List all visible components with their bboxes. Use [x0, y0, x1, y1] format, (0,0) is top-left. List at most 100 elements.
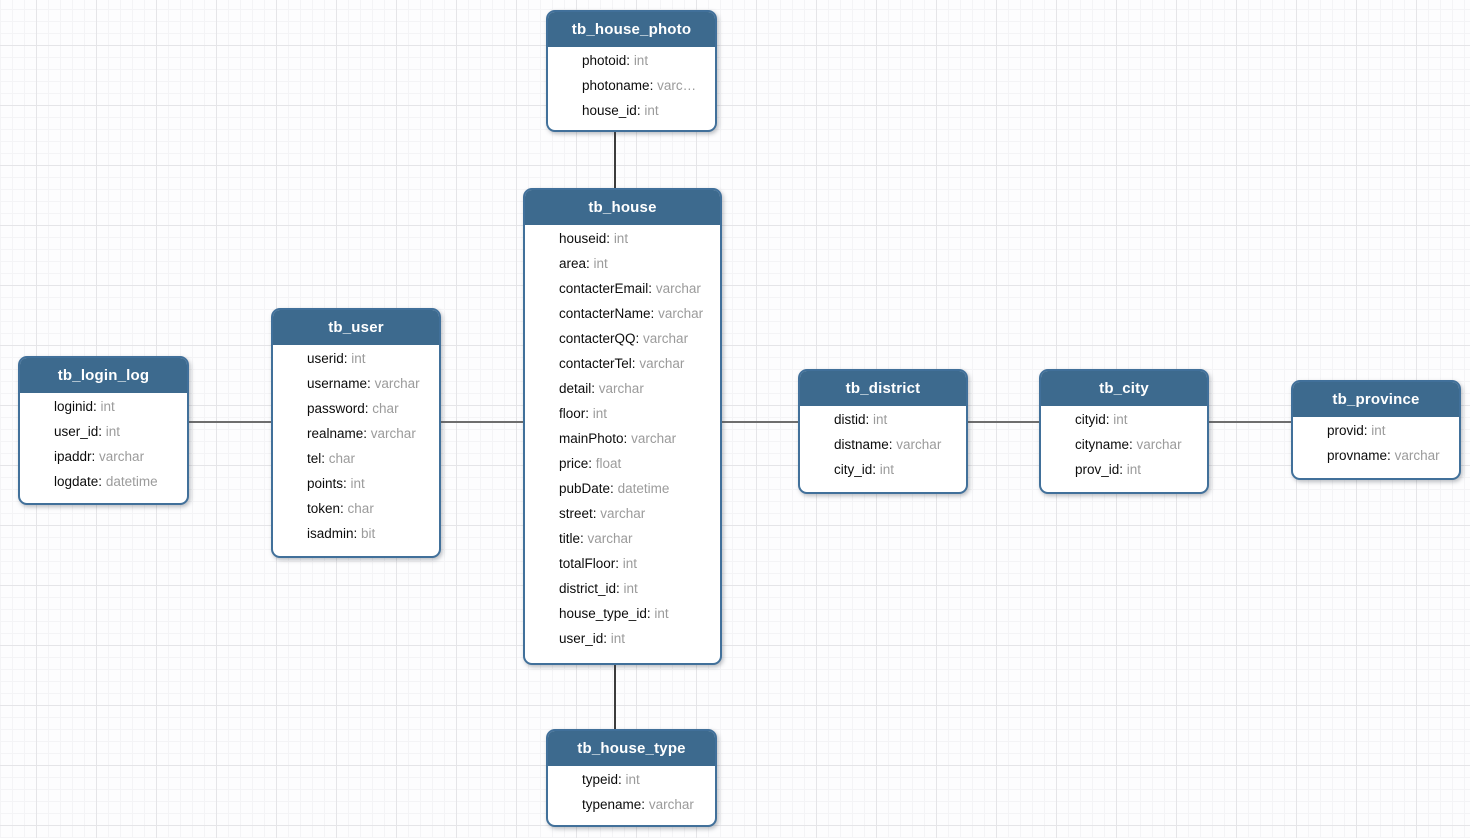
field-name: user_id: [54, 424, 99, 439]
table-field-row[interactable]: points: int: [273, 471, 439, 496]
table-field-row[interactable]: photoname: varc…: [548, 73, 715, 98]
table-field-row[interactable]: provid: int: [1293, 418, 1459, 443]
field-name: prov_id: [1075, 462, 1120, 477]
field-name: provname: [1327, 448, 1388, 463]
table-field-row[interactable]: detail: varchar: [525, 376, 720, 401]
relationship-edge[interactable]: [614, 665, 616, 729]
table-field-row[interactable]: area: int: [525, 251, 720, 276]
table-field-row[interactable]: contacterQQ: varchar: [525, 326, 720, 351]
table-field-row[interactable]: mainPhoto: varchar: [525, 426, 720, 451]
field-name: user_id: [559, 631, 604, 646]
table-title[interactable]: tb_city: [1041, 371, 1207, 406]
field-separator: :: [615, 556, 623, 571]
table-field-row[interactable]: ipaddr: varchar: [20, 444, 187, 469]
table-field-row[interactable]: city_id: int: [800, 457, 966, 482]
field-type: varchar: [1394, 448, 1440, 463]
relationship-edge[interactable]: [189, 421, 271, 423]
table-field-row[interactable]: password: char: [273, 396, 439, 421]
relationship-edge[interactable]: [722, 421, 798, 423]
field-type: char: [328, 451, 356, 466]
table-field-row[interactable]: user_id: int: [525, 626, 720, 651]
relationship-edge[interactable]: [441, 421, 523, 423]
table-title[interactable]: tb_login_log: [20, 358, 187, 393]
field-separator: :: [641, 797, 649, 812]
field-name: isadmin: [307, 526, 354, 541]
table-field-row[interactable]: realname: varchar: [273, 421, 439, 446]
table-title[interactable]: tb_district: [800, 371, 966, 406]
table-field-row[interactable]: title: varchar: [525, 526, 720, 551]
table-field-row[interactable]: price: float: [525, 451, 720, 476]
field-name: house_id: [582, 103, 637, 118]
table-title[interactable]: tb_house: [525, 190, 720, 225]
field-name: loginid: [54, 399, 94, 414]
table-field-row[interactable]: token: char: [273, 496, 439, 521]
table-field-row[interactable]: contacterName: varchar: [525, 301, 720, 326]
relationship-edge[interactable]: [968, 421, 1039, 423]
table-field-row[interactable]: logdate: datetime: [20, 469, 187, 494]
field-name: photoname: [582, 78, 650, 93]
table-field-row[interactable]: floor: int: [525, 401, 720, 426]
table-field-row[interactable]: user_id: int: [20, 419, 187, 444]
field-type: varchar: [600, 506, 646, 521]
table-field-row[interactable]: loginid: int: [20, 394, 187, 419]
field-type: int: [1113, 412, 1128, 427]
table-field-row[interactable]: contacterEmail: varchar: [525, 276, 720, 301]
table-field-row[interactable]: pubDate: datetime: [525, 476, 720, 501]
table-title[interactable]: tb_user: [273, 310, 439, 345]
table-title[interactable]: tb_house_type: [548, 731, 715, 766]
table-field-row[interactable]: isadmin: bit: [273, 521, 439, 546]
field-name: mainPhoto: [559, 431, 624, 446]
relationship-edge[interactable]: [614, 132, 616, 188]
field-type: varchar: [896, 437, 942, 452]
table-field-row[interactable]: typename: varchar: [548, 792, 715, 817]
field-separator: :: [865, 412, 874, 427]
table-field-row[interactable]: userid: int: [273, 346, 439, 371]
table-field-row[interactable]: typeid: int: [548, 767, 715, 792]
field-separator: :: [606, 231, 614, 246]
table-field-row[interactable]: totalFloor: int: [525, 551, 720, 576]
field-separator: :: [872, 462, 880, 477]
table-field-row[interactable]: distid: int: [800, 407, 966, 432]
table-field-row[interactable]: tel: char: [273, 446, 439, 471]
field-name: logdate: [54, 474, 99, 489]
table-field-row[interactable]: contacterTel: varchar: [525, 351, 720, 376]
field-type: varchar: [587, 531, 633, 546]
table-field-row[interactable]: prov_id: int: [1041, 457, 1207, 482]
table-field-row[interactable]: district_id: int: [525, 576, 720, 601]
table-title[interactable]: tb_house_photo: [548, 12, 715, 47]
table-field-row[interactable]: houseid: int: [525, 226, 720, 251]
relationship-edge[interactable]: [1209, 421, 1291, 423]
table-field-row[interactable]: cityname: varchar: [1041, 432, 1207, 457]
field-name: pubDate: [559, 481, 611, 496]
field-type: int: [1371, 423, 1386, 438]
field-separator: :: [591, 381, 599, 396]
table-field-row[interactable]: cityid: int: [1041, 407, 1207, 432]
table-field-row[interactable]: provname: varchar: [1293, 443, 1459, 468]
field-separator: :: [1119, 462, 1127, 477]
table-field-row[interactable]: distname: varchar: [800, 432, 966, 457]
field-type: int: [100, 399, 115, 414]
field-name: contacterTel: [559, 356, 632, 371]
field-separator: :: [343, 476, 351, 491]
table-field-row[interactable]: house_id: int: [548, 98, 715, 123]
table-field-row[interactable]: street: varchar: [525, 501, 720, 526]
field-type: int: [350, 476, 365, 491]
field-name: floor: [559, 406, 586, 421]
table-field-row[interactable]: house_type_id: int: [525, 601, 720, 626]
field-type: int: [592, 406, 608, 421]
table-field-row[interactable]: photoid: int: [548, 48, 715, 73]
table-field-row[interactable]: username: varchar: [273, 371, 439, 396]
field-separator: :: [343, 351, 352, 366]
field-type: varc…: [657, 78, 697, 93]
field-name: totalFloor: [559, 556, 616, 571]
table-title[interactable]: tb_province: [1293, 382, 1459, 417]
